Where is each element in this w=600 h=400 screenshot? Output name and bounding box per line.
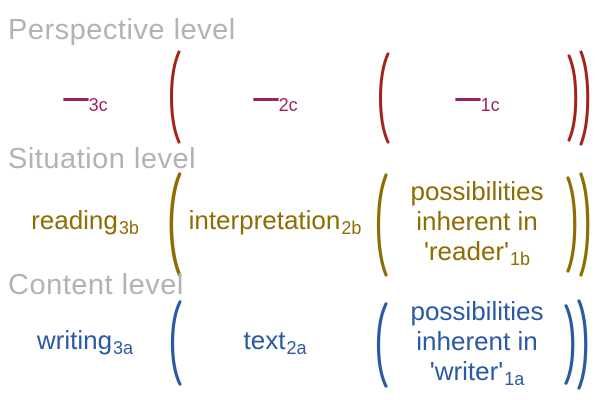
dash-sequence-3c: ---- (62, 84, 89, 112)
subscript-1b: 1b (510, 249, 531, 269)
interpretation-label: interpretation (188, 205, 341, 235)
content-item-writing: writing3a (10, 325, 160, 358)
close-paren-inner (565, 54, 581, 142)
possibilities-line: possibilities (410, 176, 544, 206)
writer-label: 'writer' (429, 356, 504, 386)
close-paren-inner (564, 176, 580, 273)
writing-label: writing (36, 325, 113, 355)
subscript-2b: 2b (341, 218, 362, 238)
situation-item-interpretation: interpretation2b (180, 205, 370, 238)
perspective-item-1c: ----1c (396, 82, 558, 115)
possibilities-line: 'reader'1b (396, 236, 558, 269)
dash-sequence-2c: ---- (252, 84, 279, 112)
content-item-possibilities: possibilities inherent in 'writer'1a (396, 296, 558, 389)
situation-level-heading: Situation level (8, 143, 197, 175)
open-paren (162, 172, 184, 277)
content-level-heading: Content level (8, 269, 184, 301)
possibilities-line: inherent in (416, 326, 538, 356)
subscript-1a: 1a (504, 369, 525, 389)
reading-label: reading (31, 205, 118, 235)
situation-item-possibilities: possibilities inherent in 'reader'1b (396, 176, 558, 269)
close-paren-inner (562, 304, 578, 385)
close-paren-outer (577, 172, 593, 277)
subscript-3c: 3c (88, 95, 108, 115)
dash-sequence-1c: ---- (454, 84, 481, 112)
possibilities-line: 'writer'1a (396, 356, 558, 389)
subscript-3a: 3a (113, 338, 134, 358)
text-label: text (243, 325, 286, 355)
content-item-text: text2a (180, 325, 370, 358)
open-paren (372, 52, 392, 144)
open-paren (370, 173, 390, 277)
possibilities-line: possibilities (410, 296, 544, 326)
perspective-item-3c: ----3c (10, 82, 160, 115)
open-paren (370, 302, 390, 388)
possibilities-line: inherent in (416, 206, 538, 236)
situation-item-reading: reading3b (10, 205, 160, 238)
close-paren-outer (577, 50, 593, 146)
perspective-level-heading: Perspective level (8, 14, 236, 46)
subscript-2a: 2a (286, 338, 307, 358)
subscript-2c: 2c (278, 95, 298, 115)
subscript-3b: 3b (118, 218, 139, 238)
open-paren (164, 300, 184, 386)
close-paren-outer (575, 299, 591, 390)
subscript-1c: 1c (480, 95, 500, 115)
open-paren (163, 50, 183, 144)
reader-label: 'reader' (423, 236, 510, 266)
perspective-item-2c: ----2c (180, 82, 370, 115)
